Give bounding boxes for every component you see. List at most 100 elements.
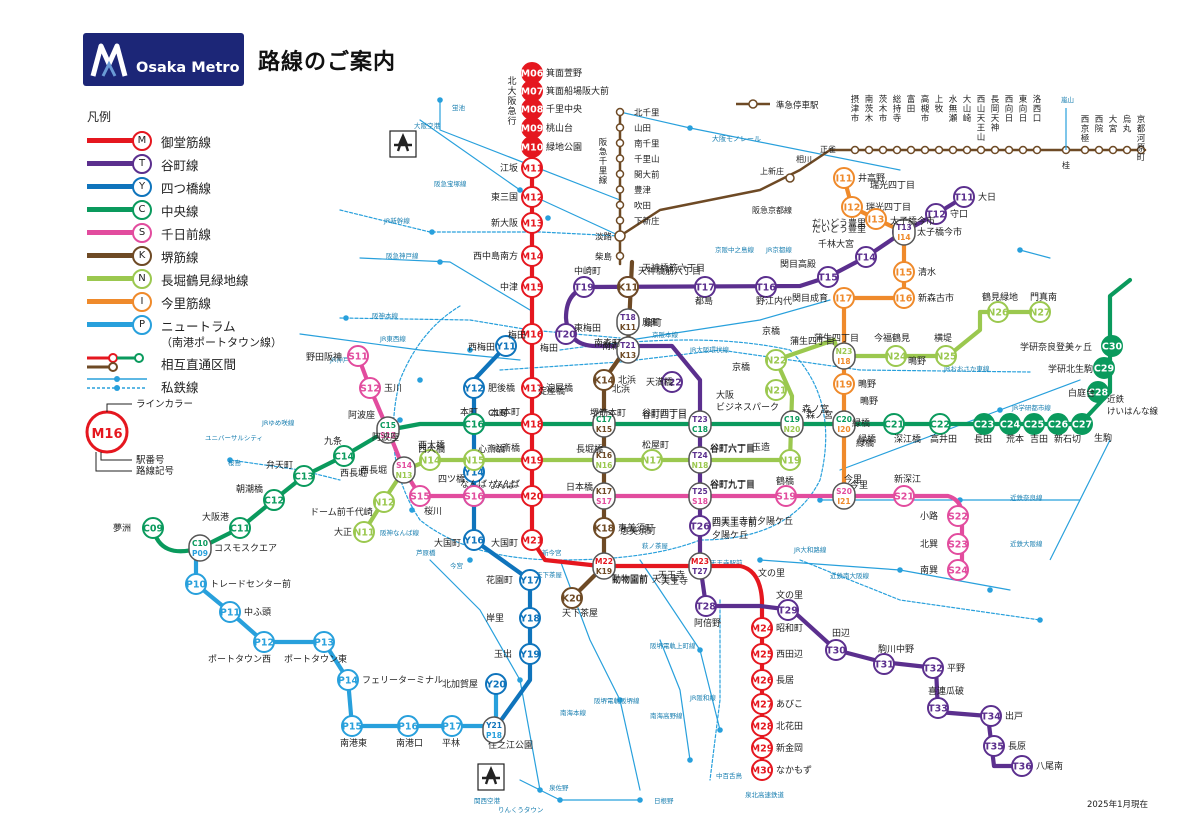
station-name-p15: 南港東 (340, 737, 367, 749)
legend-line-symbol: K (132, 246, 152, 266)
hankyu-station-name: 瀬 (949, 113, 958, 124)
callout-number-label: 駅番号 (136, 454, 165, 466)
station-marker-y20 (485, 673, 507, 695)
station-marker-p10 (185, 573, 207, 595)
station-number-i17: I17 (836, 294, 853, 305)
legend-line-symbol: M (132, 131, 152, 151)
station-name-c11: 大阪港 (202, 511, 229, 523)
station-name-t30: 田辺 (832, 628, 850, 639)
private-line-label: 南海本線 (560, 708, 587, 717)
station-name-t24: 谷町六丁目 (710, 442, 755, 454)
station-name-label: ビジネスパーク (716, 402, 779, 413)
station-marker-i16 (893, 287, 915, 309)
station-name-label: 谷町四丁目 (642, 408, 687, 419)
hankyu-station-dot (1094, 145, 1104, 155)
station-name-p16: 南港口 (396, 737, 423, 749)
transfer-code-t24: T24 (692, 451, 708, 460)
transfer-code-i21: I21 (837, 497, 850, 506)
hankyu-station-name: 西 (1033, 105, 1042, 115)
legend-line-bar (87, 299, 135, 304)
station-marker-n12 (373, 491, 395, 513)
hankyu-station-dot (1004, 145, 1014, 155)
station-name-t16: 野江内代 (756, 295, 792, 307)
station-number-c11: C11 (230, 524, 250, 535)
transfer-code-i20: I20 (837, 425, 850, 434)
station-marker-c24 (999, 413, 1021, 435)
station-number-m21: M21 (521, 536, 544, 547)
station-number-c25: C25 (1024, 420, 1044, 431)
private-line-label: JR新幹線 (383, 216, 410, 225)
station-name-n23: 蒲生四丁目 (814, 332, 859, 344)
hankyu-senri-station-name: 淡路 (595, 232, 613, 243)
station-name-c20: 緑橋 (858, 433, 876, 445)
station-number-k14: K14 (594, 376, 615, 387)
station-number-m13: M13 (521, 219, 544, 230)
transfer-code-n18: N18 (692, 461, 709, 470)
airplane-icon (482, 766, 500, 785)
hankyu-station-dot (976, 145, 986, 155)
station-marker-t30 (825, 639, 847, 661)
private-line-label: 阪急神戸線 (386, 251, 419, 260)
kita-osaka-kyuko-label: 阪 (507, 96, 516, 107)
private-station-dot (557, 797, 563, 803)
station-marker-n24 (885, 345, 907, 367)
station-name-y16: 大国町 (434, 537, 461, 549)
station-marker-c11 (229, 517, 251, 539)
hankyu-station-dot (878, 145, 888, 155)
station-name-i11: 井高野 (858, 172, 885, 184)
hankyu-station-name: 天 (991, 114, 1000, 124)
private-station-dot (429, 229, 435, 235)
station-number-k11: K11 (618, 283, 639, 294)
station-number-s12: S12 (360, 384, 380, 395)
station-name-label: 日本橋 (566, 481, 593, 493)
station-marker-t17 (694, 276, 716, 298)
private-station-dot (397, 417, 403, 423)
transfer-code-n20: N20 (784, 425, 801, 434)
transfer-code-k13: K13 (620, 351, 636, 360)
yotsubashi-line (471, 343, 533, 733)
hankyu-station-dot (864, 145, 874, 155)
hankyu-station-name: 摂 (851, 94, 860, 105)
station-name-c13: 弁天町 (266, 459, 293, 471)
station-name-c10: コスモスクエア (214, 543, 277, 554)
hankyu-station-name: 崎 (963, 113, 972, 124)
station-marker-i12 (841, 196, 863, 218)
hankyu-station-dot (1080, 145, 1090, 155)
hankyu-senri-station-dot (614, 230, 626, 242)
station-marker-s21 (893, 485, 915, 507)
station-name-label: 心斎橋 (478, 443, 505, 455)
legend-line-bar (87, 253, 135, 258)
station-number-c09: C09 (143, 524, 163, 535)
station-number-n15: N15 (463, 456, 484, 467)
callout-code: M16 (91, 427, 122, 442)
transfer-code-t25: T25 (692, 487, 708, 496)
private-line-label: 今宮 (450, 561, 463, 570)
legend-row-P: P ニュートラム（南港ポートタウン線） (87, 313, 282, 351)
station-name-c30: 学研奈良登美ヶ丘 (1020, 341, 1092, 353)
transfer-code-k16: K16 (596, 451, 612, 460)
station-number-c26: C26 (1048, 420, 1069, 431)
hankyu-station-name: 無 (949, 104, 958, 115)
station-marker-t33 (927, 697, 949, 719)
station-name-label: 梅田 (508, 329, 526, 341)
station-name-m11: 江坂 (500, 163, 518, 174)
legend-line-symbol: Y (132, 177, 152, 197)
station-marker-n15 (463, 449, 485, 471)
station-number-k18: K18 (594, 524, 615, 535)
station-name-label: 動物園前 (612, 573, 648, 585)
station-number-m15: M15 (521, 283, 544, 294)
station-name-m27: あびこ (776, 699, 803, 710)
station-marker-c16 (463, 413, 485, 435)
transfer-code-c20: C20 (836, 415, 852, 424)
station-marker-i17 (833, 287, 855, 309)
hankyu-station-name: 上 (935, 95, 944, 105)
station-name-s21: 新深江 (894, 473, 921, 485)
hankyu-station-dot (892, 145, 902, 155)
station-name-c27: 生駒 (1094, 432, 1112, 444)
logo-text: Osaka Metro (136, 60, 240, 76)
station-marker-m28 (751, 715, 773, 737)
station-name-m20: なんば (493, 479, 520, 490)
transfer-code-s20: S20 (836, 487, 852, 496)
station-marker-c21 (883, 413, 905, 435)
private-line-label: JR大和路線 (793, 545, 827, 554)
